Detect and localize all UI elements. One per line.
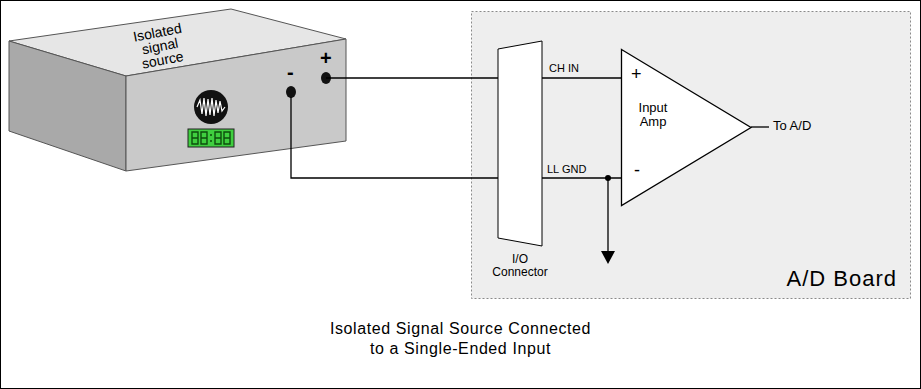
terminal-sign: - xyxy=(287,61,294,83)
signal-name: CH IN xyxy=(549,62,579,74)
signal-wire xyxy=(542,77,621,78)
display-digit xyxy=(224,132,230,144)
input-sign: - xyxy=(634,161,640,181)
device-title: Isolated signal source xyxy=(118,18,203,74)
figure-caption: Isolated Signal Source Connected to a Si… xyxy=(311,319,611,359)
signal-wire xyxy=(291,97,498,178)
ad-board: I/O Connector Input AmpA/D Board xyxy=(471,11,911,299)
display-colon xyxy=(210,140,212,142)
amp-label: Input Amp xyxy=(631,101,675,130)
connector-shape xyxy=(498,41,542,246)
display-colon xyxy=(210,134,212,136)
digital-display xyxy=(188,129,234,147)
box-side-face xyxy=(9,41,126,171)
ad-board-outline xyxy=(471,11,911,299)
caption-block: Isolated Signal Source Connected to a Si… xyxy=(1,319,920,359)
amp-output-line xyxy=(751,126,769,127)
minus-terminal xyxy=(286,86,296,98)
connector-label: I/O Connector xyxy=(489,253,551,279)
signal-source-box: Isolated signal source xyxy=(1,1,351,173)
amplifier-shape xyxy=(622,50,752,206)
ground-lead xyxy=(607,178,608,251)
waveform-trace xyxy=(197,98,225,116)
terminal-sign: + xyxy=(320,47,332,69)
signal-wire xyxy=(326,77,498,78)
display-digit xyxy=(201,132,207,144)
output-label: To A/D xyxy=(773,119,811,133)
io-connector: I/O Connector xyxy=(498,41,542,246)
waveform-dial xyxy=(194,90,228,124)
io-connector-outline xyxy=(498,41,542,246)
input-sign: + xyxy=(631,65,642,85)
display-digit xyxy=(215,132,221,144)
signal-name: LL GND xyxy=(547,163,586,175)
display-segments xyxy=(192,132,230,144)
board-title: A/D Board xyxy=(787,267,898,291)
board-panel xyxy=(472,12,911,299)
display-digit xyxy=(192,132,198,144)
signal-wire xyxy=(542,177,621,178)
